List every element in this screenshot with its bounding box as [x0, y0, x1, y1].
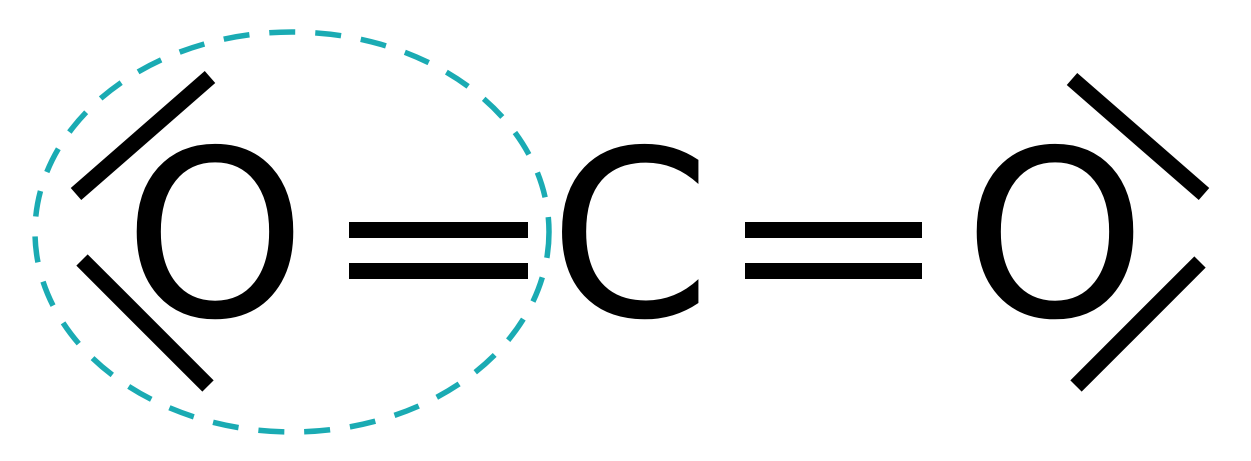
lone-pair-left-top	[70, 70, 216, 201]
atom-carbon: C	[549, 101, 711, 371]
atom-oxygen-left: O	[124, 101, 307, 371]
highlight-ellipse	[32, 29, 552, 435]
atom-oxygen-right: O	[964, 101, 1147, 371]
lone-pair-left-bottom	[76, 254, 214, 392]
lone-pair-right-top	[1066, 72, 1210, 201]
lone-pair-right-bottom	[1070, 256, 1206, 392]
